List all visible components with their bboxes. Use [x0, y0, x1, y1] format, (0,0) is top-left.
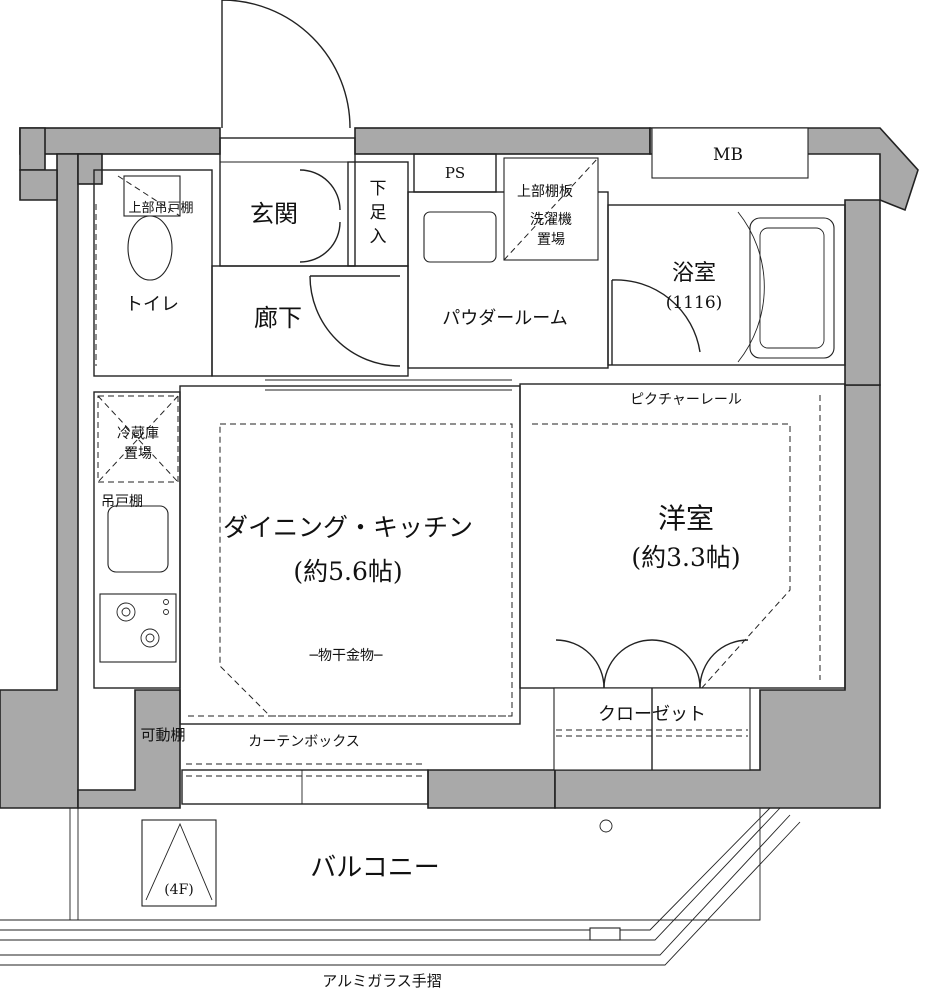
floor-label: (4F) [164, 882, 194, 898]
fridge-space [97, 395, 179, 483]
drain-grate [589, 927, 621, 941]
washbasin [423, 211, 497, 263]
toilet-bowl [127, 215, 173, 281]
mb-box [651, 127, 809, 179]
western-room-size-label: (約3.3帖) [631, 543, 740, 572]
clothes-hanger-label: ─物干金物─ [309, 648, 383, 664]
escape-hatch [141, 819, 217, 907]
washer-label-1: 洗濯機 [530, 212, 572, 228]
western-room-label: 洋室 [658, 502, 714, 535]
shoe-box-label-3: 入 [370, 227, 387, 247]
fridge-label-1: 冷蔵庫 [117, 425, 159, 442]
fridge-label-2: 置場 [124, 446, 152, 462]
shoe-box-label-1: 下 [370, 179, 387, 199]
drain-icon [599, 819, 613, 833]
mb-label: MB [713, 145, 743, 165]
closet-label: クローゼット [598, 704, 706, 725]
powder-room-label: パウダールーム [442, 308, 567, 329]
balcony-label: バルコニー [310, 853, 439, 883]
hallway-label: 廊下 [254, 304, 302, 332]
interior-walls [93, 137, 846, 805]
picture-rail-label: ピクチャーレール [630, 392, 742, 408]
railing-label: アルミガラス手摺 [322, 972, 442, 990]
stove [99, 593, 177, 663]
doors [221, 0, 749, 689]
kitchen-sink [107, 505, 169, 573]
labels: 玄関 下 足 入 PS 上部棚板 洗濯機 置場 MB 上部吊戸棚 トイレ 廊下 … [101, 145, 743, 990]
wall-cabinet-label: 吊戸棚 [101, 494, 143, 510]
bathtub [749, 217, 835, 359]
dining-kitchen-label: ダイニング・キッチン [223, 513, 473, 542]
ps-label: PS [445, 164, 465, 182]
bathroom-size-label: (1116) [666, 293, 723, 313]
balcony-area [0, 807, 801, 966]
toilet-label: トイレ [125, 294, 179, 315]
washer-label-2: 置場 [537, 232, 565, 248]
shoe-box-label-2: 足 [370, 203, 387, 223]
toilet-tank [123, 175, 181, 217]
dining-kitchen-size-label: (約5.6帖) [293, 557, 402, 586]
upper-shelf-label: 上部棚板 [517, 184, 573, 200]
dashed-guides [95, 204, 821, 717]
bathroom-label: 浴室 [672, 261, 716, 286]
curtain-box-label: カーテンボックス [248, 734, 360, 750]
entrance-label: 玄関 [250, 200, 298, 228]
toilet-shelf-label: 上部吊戸棚 [128, 201, 193, 216]
movable-shelf-label: 可動棚 [140, 726, 185, 744]
fixtures [97, 127, 835, 771]
